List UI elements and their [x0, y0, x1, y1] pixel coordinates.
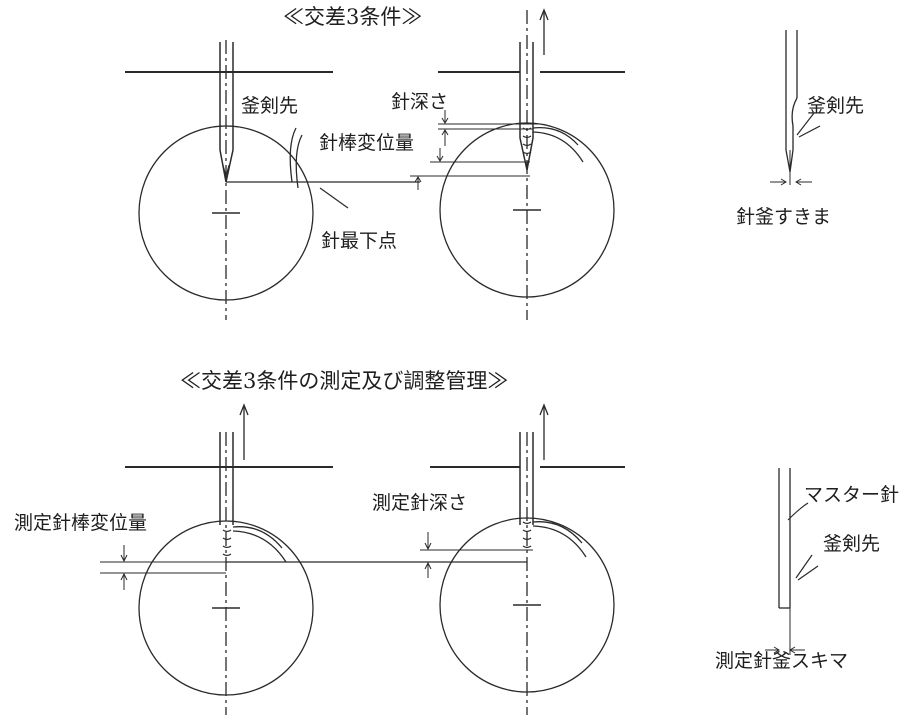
- bottom-side-view: [765, 468, 819, 655]
- hook-tip-line-b: [797, 565, 819, 581]
- needle-scarf: [791, 97, 798, 150]
- label-measured-needle-bar-displacement: 測定針棒変位量: [14, 512, 148, 534]
- up-arrow-head: [239, 403, 249, 416]
- depth-arrow-top-head: [424, 542, 432, 551]
- up-arrow-head: [539, 403, 549, 416]
- depth-arrow-bottom-head: [441, 129, 449, 136]
- top-title: ≪交差3条件≫: [283, 5, 423, 29]
- top-right-panel: [410, 8, 625, 320]
- label-needle-lowest-point: 針最下点: [321, 230, 398, 252]
- needle-eye: [222, 164, 230, 178]
- hook-point-curve-b: [532, 131, 584, 163]
- hook-point-curve-a: [289, 127, 297, 183]
- disp-arrow-top-head: [436, 155, 444, 162]
- gap-arrow-left-head: [773, 646, 780, 654]
- hook-circle: [439, 122, 615, 298]
- hook-point-curve-b: [295, 134, 303, 189]
- disp-arrow-bottom-head: [414, 176, 422, 183]
- gap-arrow-right-head: [795, 178, 802, 186]
- hook-point-curve-b: [232, 530, 287, 563]
- lowest-point-leader: [319, 187, 349, 209]
- depth-arrow-top-head: [441, 117, 449, 124]
- needle-thread-loops: [522, 521, 532, 549]
- label-needle-bar-displacement: 針棒変位量: [319, 132, 415, 154]
- label-measured-needle-kama-gap: 測定針釜スキマ: [715, 650, 849, 672]
- label-kama-tip: 釜剣先: [823, 533, 881, 555]
- hook-point-curve-a: [532, 521, 583, 544]
- hook-point-curve-b: [532, 525, 587, 558]
- hook-point-curve-a: [532, 126, 579, 146]
- hook-tip-line-b: [798, 125, 821, 138]
- top-side-view: [770, 30, 821, 186]
- master-needle-leader: [787, 502, 809, 521]
- hook-point-curve-a: [232, 526, 283, 549]
- hook-tip-line-a: [795, 554, 813, 579]
- hook-circle: [138, 125, 314, 301]
- label-kama-tip-left: 釜剣先: [241, 95, 299, 117]
- hook-circle: [439, 517, 615, 693]
- depth-arrow-bottom-head: [424, 561, 432, 570]
- label-needle-depth: 針深さ: [391, 91, 449, 113]
- bottom-title: ≪交差3条件の測定及び調整管理≫: [180, 369, 509, 393]
- top-left-panel: [125, 40, 420, 320]
- disp-arrow-top-head: [120, 554, 128, 563]
- label-measured-needle-depth: 測定針深さ: [372, 492, 468, 514]
- gap-arrow-right-head: [789, 646, 796, 654]
- bottom-right-panel: [420, 403, 625, 715]
- needle-point: [519, 137, 534, 171]
- disp-arrow-bottom-head: [120, 572, 128, 581]
- gap-arrow-left-head: [780, 178, 787, 186]
- needle-thread-loops: [222, 529, 232, 557]
- hook-circle: [138, 520, 314, 696]
- label-kama-tip-right: 釜剣先: [807, 95, 865, 117]
- bottom-left-panel: [100, 403, 527, 715]
- up-arrow-head: [539, 8, 549, 21]
- hook-tip-line-a: [796, 112, 815, 136]
- label-master-needle: マスター針: [804, 484, 900, 506]
- label-needle-kama-clearance: 針釜すきま: [736, 206, 832, 228]
